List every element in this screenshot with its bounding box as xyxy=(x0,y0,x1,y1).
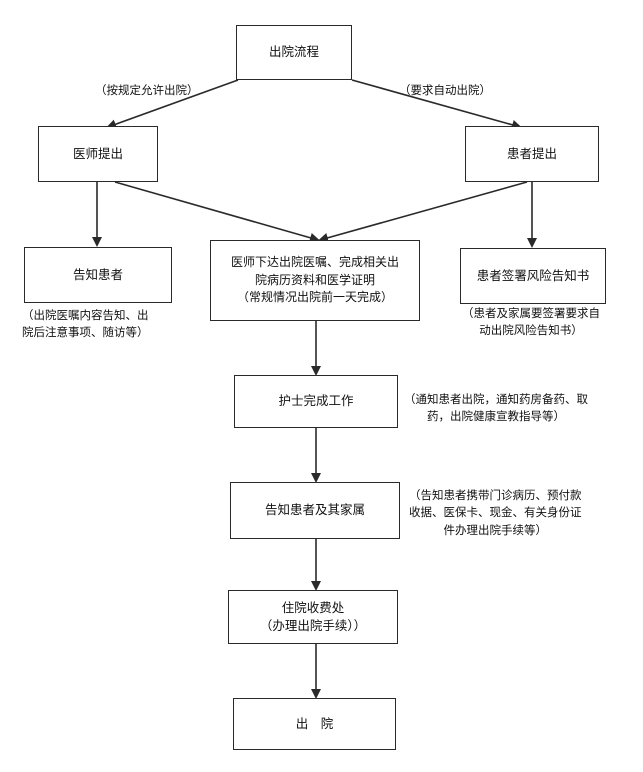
nurse-work-node: 护士完成工作 xyxy=(234,375,398,428)
doctor-propose-node: 医师提出 xyxy=(38,126,158,182)
edge-label-self-request: （要求自动出院） xyxy=(399,83,491,97)
patient-propose-node: 患者提出 xyxy=(465,126,599,182)
inform-patient-node: 告知患者 xyxy=(24,247,172,303)
billing-node: 住院收费处 （办理出院手续）） xyxy=(228,590,398,644)
start-node: 出院流程 xyxy=(236,25,352,80)
arrow-doctor-to-orders xyxy=(114,181,320,243)
arrow-start-to-patient xyxy=(351,79,522,130)
inform-family-node: 告知患者及其家属 xyxy=(230,482,400,539)
arrow-start-to-doctor xyxy=(106,79,239,129)
note-nurse-work: （通知患者出院，通知药房备药、取 药，出院健康宣教指导等） xyxy=(404,392,588,424)
note-inform-patient: （出院医嘱内容告知、出 院后注意事项、随访等） xyxy=(22,308,149,340)
discharge-node: 出 院 xyxy=(233,698,396,750)
edge-label-by-rule: （按规定允许出院） xyxy=(95,83,199,97)
note-patient-sign: （患者及家属要签署要求自 动出院风险告知书） xyxy=(462,306,600,338)
arrow-patient-to-orders xyxy=(318,181,528,243)
doctor-orders-node: 医师下达出院医嘱、完成相关出 院病历资料和医学证明 （常规情况出院前一天完成） xyxy=(210,240,420,321)
patient-sign-node: 患者签署风险告知书 xyxy=(460,248,606,304)
note-inform-family: （告知患者携带门诊病历、预付款 收据、医保卡、现金、有关身份证 件办理出院手续等… xyxy=(409,488,582,537)
